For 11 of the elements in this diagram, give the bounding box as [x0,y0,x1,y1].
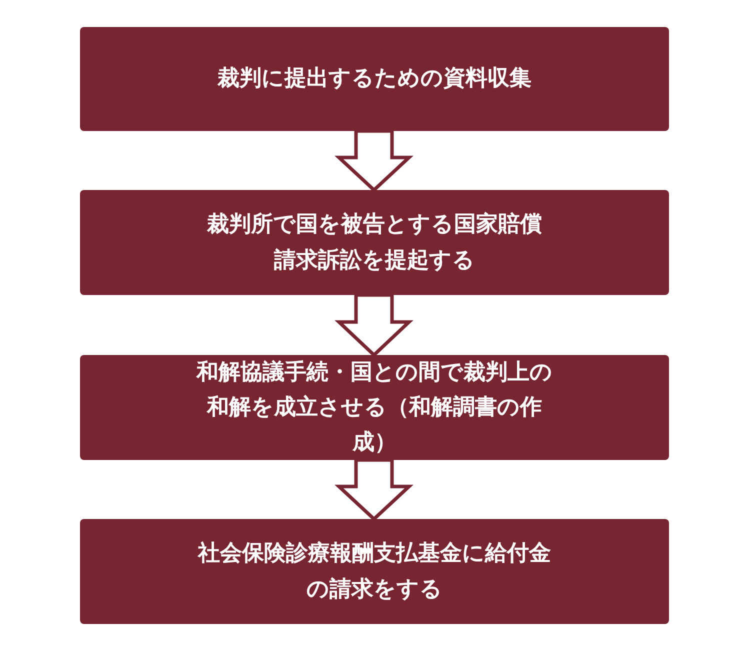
process-box [80,355,669,460]
process-box [80,27,669,131]
block-arrow [334,293,414,358]
process-box [80,519,669,624]
step-text: 和解協議手続・国との間で裁判上の和解を成立させる（和解調書の作成） [195,358,554,458]
step-text: 社会保険診療報酬支払基金に給付金の請求をする [196,540,552,604]
step-text: 裁判所で国を被告とする国家賠償請求訴訟を提起する [206,210,543,274]
process-box [80,190,669,295]
block-arrow [334,129,414,192]
step-text: 裁判に提出するための資料収集 [218,65,532,94]
block-arrow [334,458,414,522]
